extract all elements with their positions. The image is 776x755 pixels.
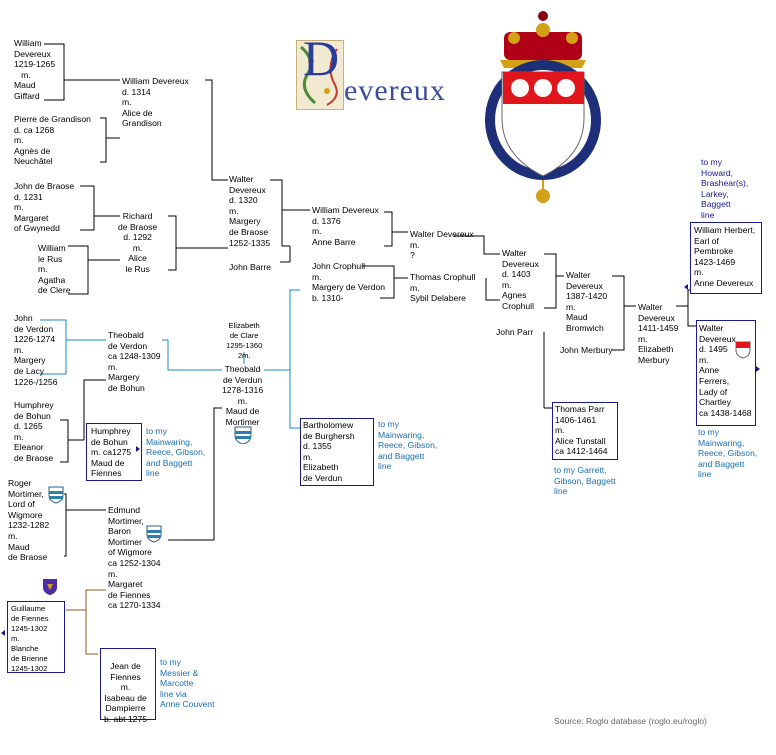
person-walter-devereux-1320: Walter Devereux d. 1320 m. Margery de Br… (229, 174, 271, 248)
source-credit: Source: Roglo database (roglo.eu/roglo) (554, 716, 707, 726)
person-edmund-mortimer: Edmund Mortimer, Baron Mortimer of Wigmo… (108, 505, 161, 611)
person-theobald-de-verdun-1278: Theobald de Verdun 1278-1316 m. Maud de … (222, 364, 264, 427)
link-messier-line[interactable]: to my Messier & Marcotte line via Anne C… (160, 657, 215, 710)
box-walter-devereux-1495: Walter Devereux d. 1495 m. Anne Ferrers,… (696, 320, 756, 426)
person-walter-devereux-1495: Walter Devereux d. 1495 m. Anne Ferrers,… (699, 323, 752, 418)
person-elizabeth-de-clare: Elizabeth de Clare 1295-1360 2m. (226, 321, 263, 360)
person-thomas-parr: Thomas Parr 1406-1461 m. Alice Tunstall … (555, 404, 608, 457)
person-humphrey-de-bohun-1275: Humphrey de Bohun m. ca1275 Maud de Fien… (91, 426, 132, 479)
person-pierre-de-grandison: Pierre de Grandison d. ca 1268 m. Agnès … (14, 114, 91, 167)
person-walter-devereux-1403: Walter Devereux d. 1403 m. Agnes Crophul… (502, 248, 539, 311)
mortimer-shield-icon (48, 486, 64, 504)
box-thomas-parr: Thomas Parr 1406-1461 m. Alice Tunstall … (552, 402, 618, 460)
person-william-le-rus: William le Rus m. Agatha de Clere (38, 243, 71, 296)
person-guillaume-de-fiennes: Guillaume de Fiennes 1245-1302 m. Blanch… (11, 604, 49, 673)
forward-arrow-icon[interactable] (756, 366, 760, 372)
person-bartholomew-de-burghersh: Bartholomew de Burghersh d. 1355 m. Eliz… (303, 420, 355, 483)
vine-ornament (299, 45, 338, 106)
box-jean-de-fiennes: Jean de Fiennes m. Isabeau de Dampierre … (100, 648, 156, 724)
garter-coat-of-arms (478, 8, 608, 208)
title-initial: D (303, 30, 341, 86)
person-humphrey-de-bohun-1265: Humphrey de Bohun d. 1265 m. Eleanor de … (14, 400, 54, 463)
person-walter-devereux-1411: Walter Devereux 1411-1459 m. Elizabeth M… (638, 302, 679, 365)
mortimer-shield-icon (146, 525, 162, 543)
person-richard-de-braose: Richard de Braose d. 1292 m. Alice le Ru… (118, 211, 158, 274)
person-john-barre: John Barre (229, 262, 272, 272)
page-title: evereux (344, 74, 446, 107)
ferrers-shield-icon (735, 341, 751, 359)
person-walter-devereux-1387: Walter Devereux 1387-1420 m. Maud Bromwi… (566, 270, 608, 333)
person-william-devereux-1376: William Devereux d. 1376 m. Anne Barre (312, 205, 379, 247)
person-john-merbury: John Merbury (560, 345, 613, 355)
box-william-herbert: William Herbert, Earl of Pembroke 1423-1… (690, 222, 762, 294)
title-illuminated-initial: D (296, 30, 344, 110)
box-guillaume-de-fiennes: Guillaume de Fiennes 1245-1302 m. Blanch… (7, 601, 65, 673)
fiennes-shield-icon (43, 579, 57, 595)
mortimer-shield-icon (234, 426, 252, 444)
person-theobald-de-verdon-1248: Theobald de Verdon ca 1248-1309 m. Marge… (108, 330, 161, 393)
box-humphrey-1275: Humphrey de Bohun m. ca1275 Maud de Fien… (86, 423, 142, 481)
person-walter-devereux-unknown: Walter Devereux m. ? (410, 229, 474, 261)
back-arrow-icon[interactable] (684, 284, 688, 290)
person-william-devereux-1219: William Devereux 1219-1265 m. Maud Giffa… (14, 38, 56, 101)
person-jean-de-fiennes: Jean de Fiennes m. Isabeau de Dampierre … (104, 661, 148, 724)
link-mainwaring-bartholomew[interactable]: to my Mainwaring, Reece, Gibson, and Bag… (378, 419, 438, 472)
forward-arrow-icon[interactable] (136, 446, 140, 452)
person-roger-mortimer: Roger Mortimer, Lord of Wigmore 1232-128… (8, 478, 50, 563)
back-arrow-icon[interactable] (1, 630, 5, 636)
shield-icon (485, 11, 601, 203)
person-william-herbert: William Herbert, Earl of Pembroke 1423-1… (694, 225, 756, 288)
box-bartholomew: Bartholomew de Burghersh d. 1355 m. Eliz… (300, 418, 374, 486)
person-john-de-braose: John de Braose d. 1231 m. Margaret of Gw… (14, 181, 75, 234)
person-thomas-crophull: Thomas Crophull m. Sybil Delabere (410, 272, 476, 304)
person-john-de-verdon: John de Verdon 1226-1274 m. Margery de L… (14, 313, 58, 387)
link-mainwaring-right[interactable]: to my Mainwaring, Reece, Gibson, and Bag… (698, 427, 758, 480)
person-john-parr: John Parr (496, 327, 534, 337)
person-john-crophull: John Crophull m. Margery de Verdon b. 13… (312, 261, 386, 303)
person-william-devereux-1314: William Devereux d. 1314 m. Alice de Gra… (122, 76, 189, 129)
link-howard-line[interactable]: to my Howard, Brashear(s), Larkey, Bagge… (701, 157, 749, 220)
link-garrett-line[interactable]: to my Garrett, Gibson, Baggett line (554, 465, 616, 497)
link-mainwaring-humphrey[interactable]: to my Mainwaring, Reece, Gibson, and Bag… (146, 426, 206, 479)
